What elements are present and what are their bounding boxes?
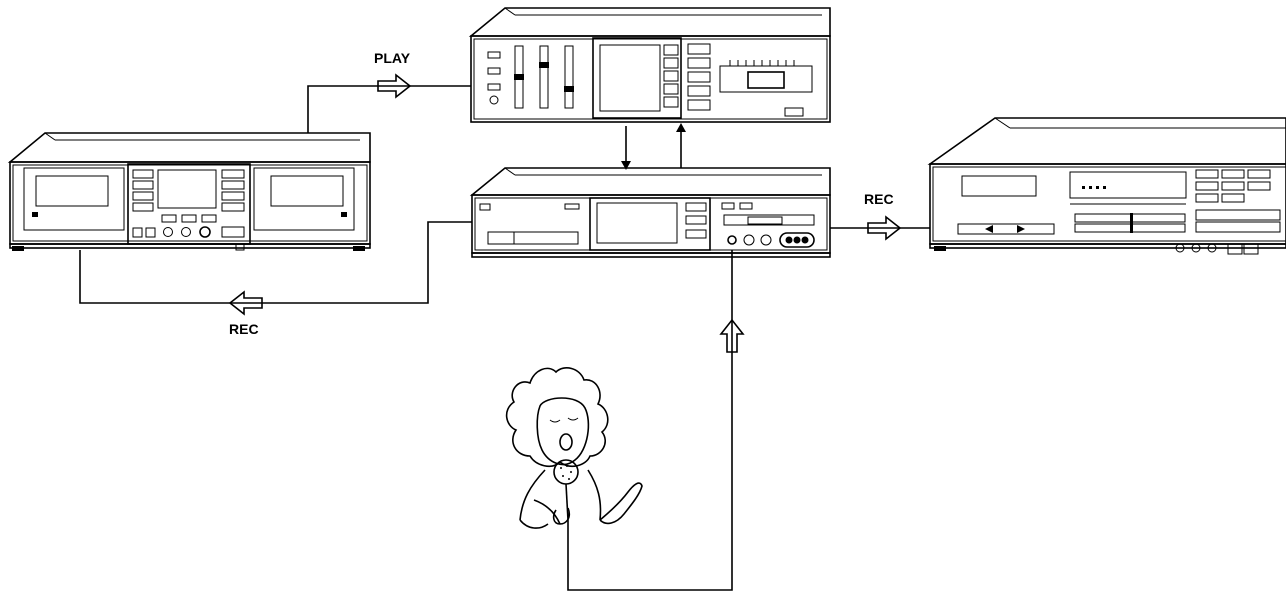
signal-lines	[79, 85, 930, 591]
rec-label-left: REC	[229, 321, 259, 337]
play-label: PLAY	[374, 50, 411, 66]
input-arrow-up-icon	[719, 318, 745, 353]
rec-label-right: REC	[864, 191, 894, 207]
double-cassette-deck	[7, 132, 371, 251]
video-cassette-recorder	[927, 117, 1286, 255]
rec-arrow-left-icon	[228, 290, 263, 316]
singer-with-microphone	[505, 367, 643, 529]
mixing-amplifier	[469, 167, 831, 258]
play-arrow-icon	[377, 73, 412, 99]
graphic-equalizer	[468, 7, 831, 123]
rec-arrow-right-icon	[867, 215, 902, 241]
